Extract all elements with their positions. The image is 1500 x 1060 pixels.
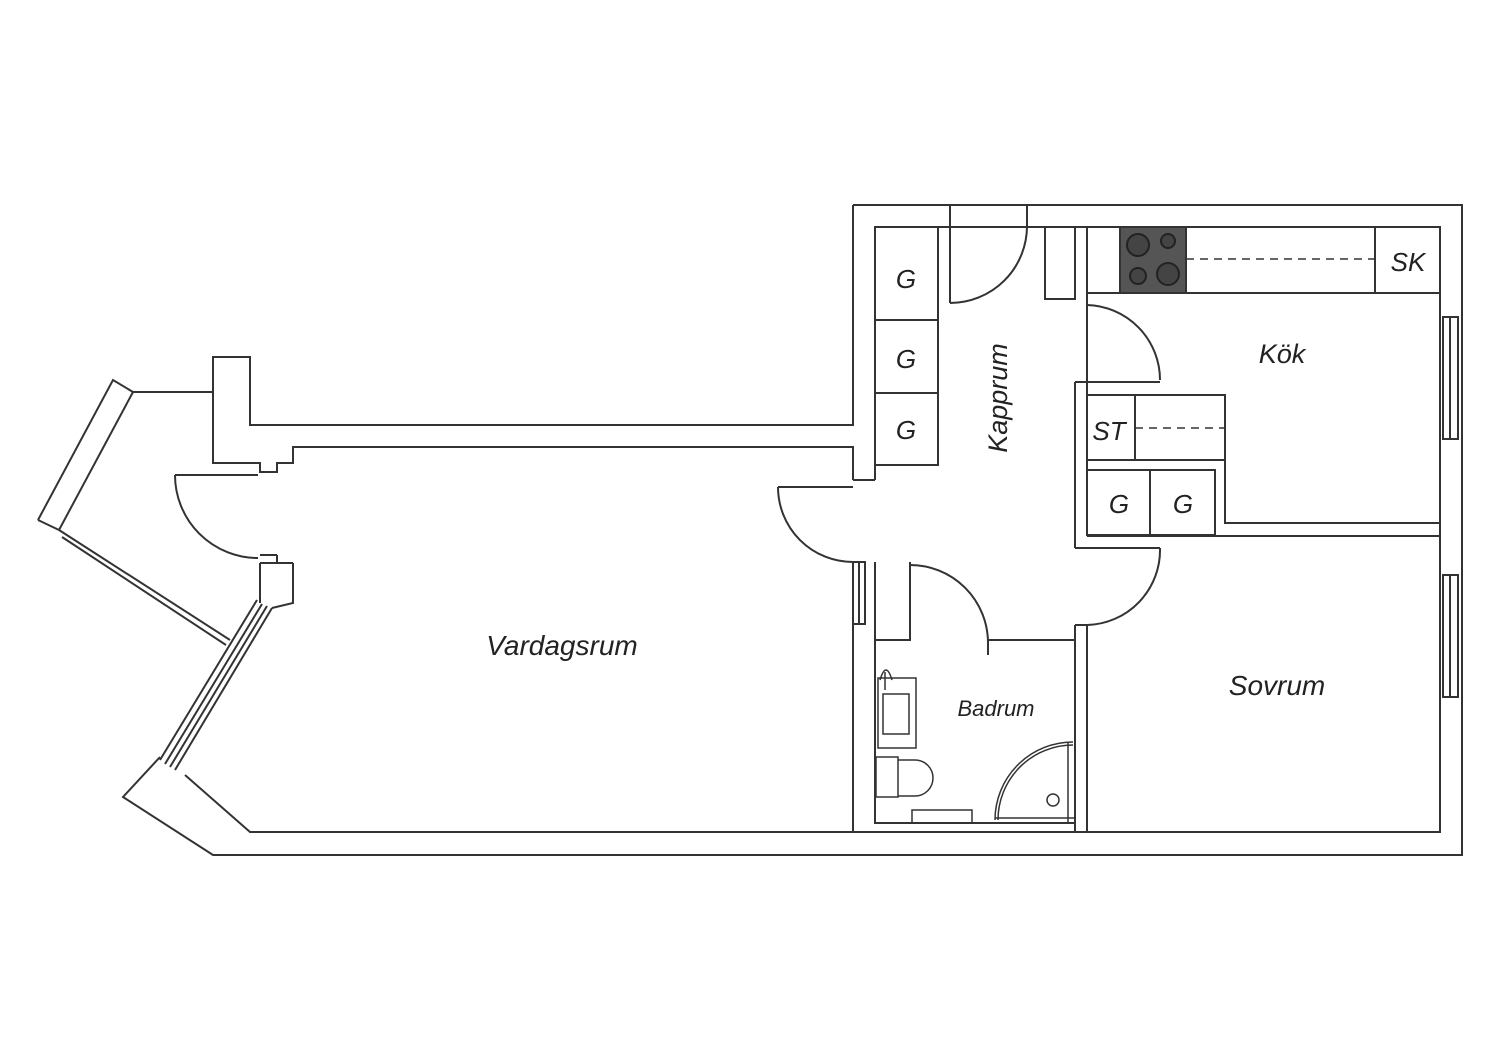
- closet-label: G: [896, 264, 916, 294]
- balcony-window: [159, 554, 294, 771]
- stove-icon: [1119, 226, 1187, 294]
- closet-label: G: [1173, 489, 1193, 519]
- bathroom-door: [909, 564, 989, 644]
- corridor-window: [852, 561, 866, 625]
- wall-stub: [1044, 226, 1076, 300]
- sink-icon: [877, 669, 917, 749]
- shower-icon: [994, 741, 1075, 823]
- bedroom-window: [1442, 574, 1459, 698]
- room-label-kapprum: Kapprum: [983, 343, 1013, 453]
- closet-label: G: [896, 344, 916, 374]
- kitchen-window: [1442, 316, 1459, 440]
- closet-label: G: [896, 415, 916, 445]
- toilet-icon: [875, 756, 934, 798]
- living-room-door: [777, 479, 875, 832]
- bath-mat: [911, 809, 973, 824]
- bathroom-walls: [874, 562, 1076, 824]
- closet-label: G: [1109, 489, 1129, 519]
- balcony-door: [174, 474, 259, 559]
- kitchen-lower-units: [1086, 394, 1440, 536]
- room-label-kok: Kök: [1259, 339, 1307, 369]
- kitchen-bedroom-wall: [1075, 535, 1440, 549]
- room-label-badrum: Badrum: [957, 696, 1034, 721]
- kitchen-counter: [1086, 226, 1441, 294]
- entry-door: [949, 205, 1028, 304]
- kitchen-partition: [1074, 227, 1088, 548]
- freezer-label: ST: [1092, 416, 1127, 446]
- balcony: [37, 378, 231, 646]
- fridge-label: SK: [1391, 247, 1427, 277]
- room-label-sovrum: Sovrum: [1229, 670, 1325, 701]
- kitchen-door: [1086, 304, 1161, 383]
- closets-kapprum: [874, 226, 939, 466]
- bedroom-door: [1074, 547, 1162, 832]
- room-label-vardagsrum: Vardagsrum: [486, 630, 637, 661]
